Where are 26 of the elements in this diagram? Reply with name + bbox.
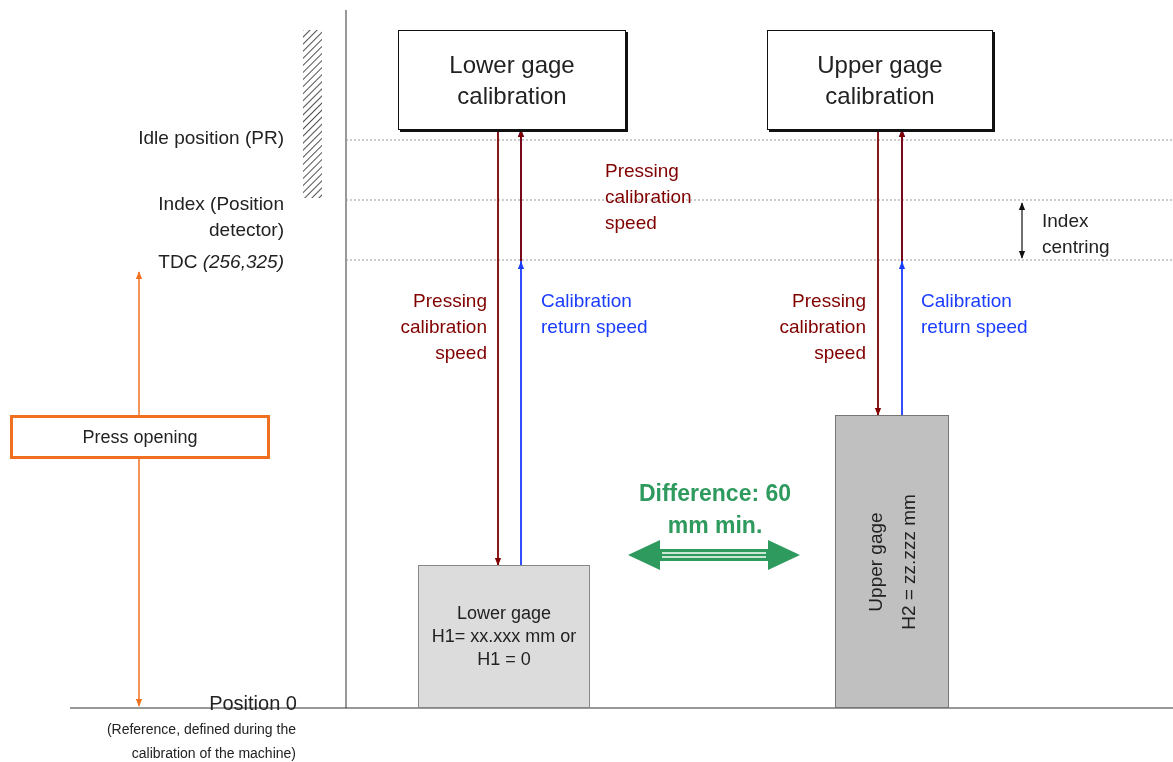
node-heading: Lower gage: [456, 602, 552, 625]
node-text: Press opening: [82, 425, 198, 449]
node-text: Lower gage calibration: [448, 50, 576, 111]
position-label: Idle position (PR): [137, 126, 284, 150]
node-text: Upper gage calibration: [816, 50, 944, 111]
gage-block: [418, 565, 590, 708]
process-box: [398, 30, 626, 130]
speed-label: Pressing calibration speed: [605, 159, 693, 235]
edge-label: Pressing calibration speed: [778, 289, 866, 365]
position-label: Position 0: [208, 691, 297, 716]
arrow: [874, 129, 882, 416]
position-label: TDC (256,325): [157, 250, 284, 274]
gage-block: [835, 415, 949, 708]
edge-label: Pressing calibration speed: [399, 289, 487, 365]
dimension-label: Index centring: [1042, 209, 1111, 259]
edge-label: Calibration return speed: [921, 289, 1029, 339]
arrow: [494, 129, 502, 566]
press-opening-box: [10, 415, 270, 459]
edge-label: Calibration return speed: [541, 289, 649, 339]
note-text: (Reference, defined during the calibration of the machine): [105, 720, 296, 762]
node-text: H1= xx.xxx mm or H1 = 0: [430, 625, 578, 671]
process-box: [767, 30, 993, 130]
difference-label: Difference: 60 mm min.: [637, 479, 793, 540]
position-label: Index (Position detector): [157, 192, 284, 242]
node-heading: Upper gage: [864, 511, 887, 612]
node-text: H2 = zz.zzz mm: [897, 493, 920, 630]
